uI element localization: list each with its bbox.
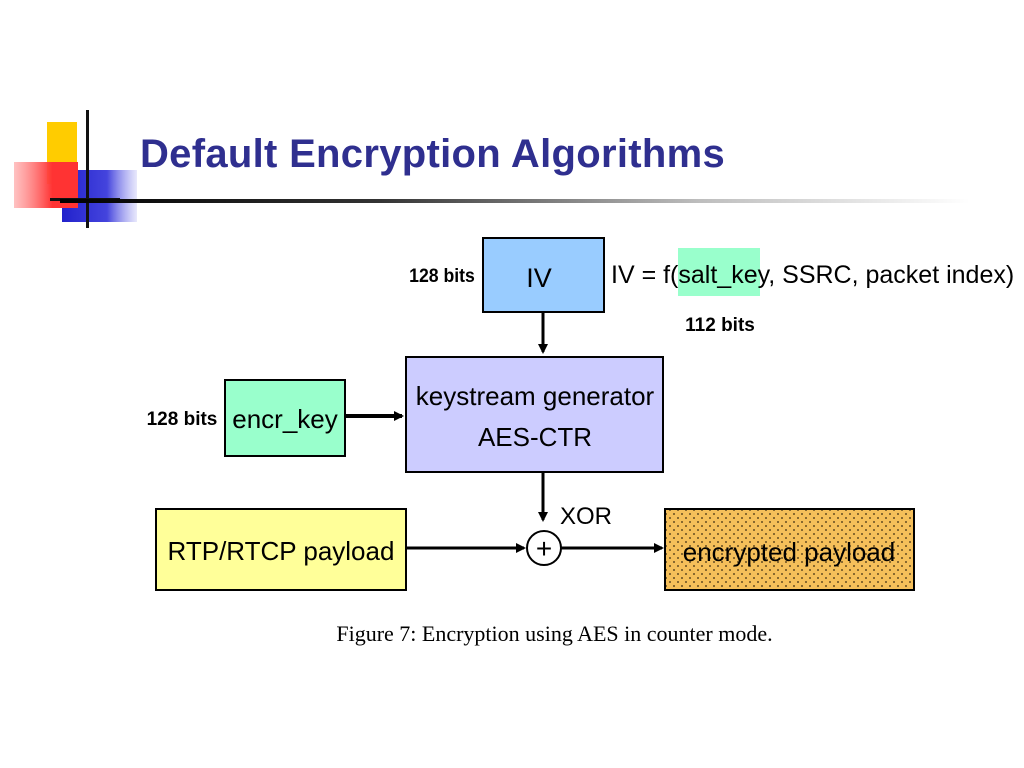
generator-line2: AES-CTR — [478, 422, 592, 452]
generator-line1: keystream generator — [416, 381, 655, 411]
rtp-payload-label: RTP/RTCP payload — [168, 536, 395, 566]
iv-box-label: IV — [526, 263, 552, 293]
encrypted-payload-box — [664, 508, 915, 591]
key-bits-label: 128 bits — [147, 409, 218, 430]
salt-key-highlight — [678, 248, 760, 296]
salt-bits-label: 112 bits — [685, 315, 755, 336]
rtp-payload-box — [155, 508, 407, 591]
iv-formula-prefix: IV = f( — [611, 261, 679, 289]
encr-key-label: encr_key — [232, 404, 338, 434]
encrypted-payload-label: encrypted payload — [683, 537, 895, 567]
xor-symbol: + — [536, 533, 552, 564]
title-divider — [60, 199, 970, 203]
xor-label: XOR — [560, 503, 612, 530]
iv-formula: IV = f(salt_key, SSRC, packet index) — [611, 261, 1014, 289]
iv-bits-label: 128 bits — [409, 264, 475, 286]
iv-formula-suffix: , SSRC, packet index) — [768, 261, 1014, 289]
slide-title: Default Encryption Algorithms — [140, 132, 726, 176]
iv-box — [482, 237, 605, 313]
keystream-generator-box — [405, 356, 664, 473]
iv-formula-salt: salt_key — [678, 261, 770, 289]
figure-caption: Figure 7: Encryption using AES in counte… — [336, 621, 773, 646]
